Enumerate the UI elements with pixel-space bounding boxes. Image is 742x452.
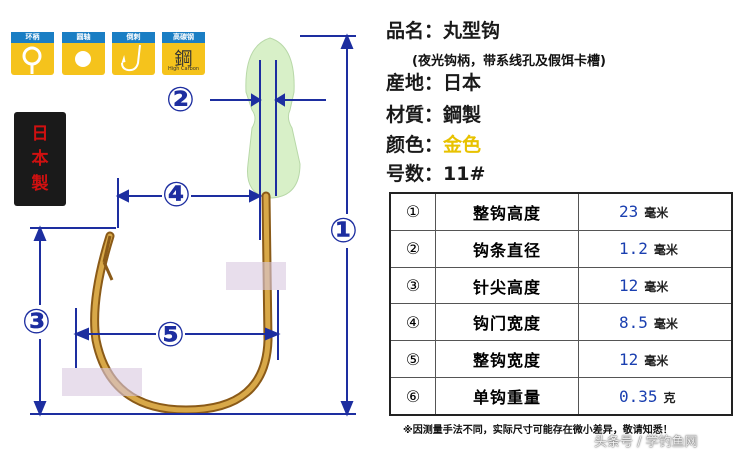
marker-2: ② [166,80,195,120]
barb-icon [121,44,141,72]
feature-label: 高碳钢 [162,32,205,43]
table-row: ④ 钩门宽度 8.5 毫米 [389,303,733,342]
marker-3: ③ [22,302,51,342]
arrowhead [340,401,354,417]
row-number: ⑥ [389,377,436,416]
spec-value: 丸型钩 [443,20,501,42]
made-in-japan-seal: 日 本 製 [14,112,66,206]
value-unit: 克 [663,390,676,405]
measurement-note: ※因测量手法不同，实际尺寸可能存在微小差异，敬请知悉！ [403,425,673,436]
arrowhead [33,225,47,241]
feature-label: 圆轴 [62,32,105,43]
row-number: ③ [389,266,436,305]
value-number: 0.35 [619,386,658,406]
hook-body-highlight [92,193,271,413]
table-row: ⑥ 单钩重量 0.35 克 [389,377,733,416]
feature-label: 环柄 [11,32,54,43]
marker-5: ⑤ [156,315,185,355]
round-shank-icon [75,51,91,67]
spec-value: 金色 [443,134,482,156]
table-row: ⑤ 整钩宽度 12 毫米 [389,340,733,379]
spec-value: 日本 [443,72,482,94]
spec-size: 号数：11# [386,159,485,186]
feature-barb: 倒刺 [112,32,155,75]
value-number: 8.5 [619,312,648,332]
row-value: 1.2 毫米 [578,229,733,268]
spec-value: 11# [443,163,486,185]
spec-origin: 産地：日本 [386,68,481,95]
value-unit: 毫米 [644,206,669,221]
row-value: 12 毫米 [578,340,733,379]
table-row: ① 整钩高度 23 毫米 [389,192,733,231]
spec-label: 号数： [386,163,444,185]
glow-head [245,37,301,199]
value-number: 23 [619,202,639,222]
value-number: 12 [619,349,639,369]
spec-label: 産地： [386,72,444,94]
dimension-table: ① 整钩高度 23 毫米 ② 钩条直径 1.2 毫米 ③ 针尖高度 12 毫米 ④ 钩… [389,192,733,416]
row-name: 针尖高度 [435,266,579,305]
value-number: 12 [619,276,639,296]
arrowhead [249,189,263,203]
value-unit: 毫米 [644,353,669,368]
spec-label: 材質： [386,104,444,126]
hook-diagram [30,33,356,417]
feature-caption: High Carbon [167,66,200,72]
value-unit: 毫米 [653,316,678,331]
arrowhead [251,93,262,107]
watermark: 头条号 / 学钓鱼网 [594,435,698,450]
steel-glyph-icon: 鋼 [174,49,193,70]
marker-1: ① [329,211,358,251]
feature-round-shank: 圆轴 [62,32,105,75]
value-unit: 毫米 [653,243,678,258]
row-name: 整钩宽度 [435,340,579,379]
arrowhead [274,93,285,107]
row-number: ② [389,229,436,268]
row-value: 23 毫米 [578,192,733,231]
blur-mark [62,368,142,396]
marker-4: ④ [162,175,191,215]
spec-name: 品名：丸型钩 [386,16,500,43]
spec-material: 材質：鋼製 [386,100,481,127]
row-number: ④ [389,303,436,342]
seal-char: 本 [31,148,49,169]
arrowhead [33,401,47,417]
arrowhead [340,33,354,49]
hook-barb [102,235,114,281]
table-row: ③ 针尖高度 12 毫米 [389,266,733,305]
spec-value: 鋼製 [443,104,482,126]
row-name: 钩条直径 [435,229,579,268]
spec-color: 颜色：金色 [386,130,481,157]
spec-label: 品名： [386,20,444,42]
value-unit: 毫米 [644,280,669,295]
row-name: 单钩重量 [435,377,579,416]
row-name: 钩门宽度 [435,303,579,342]
row-value: 8.5 毫米 [578,303,733,342]
row-number: ⑤ [389,340,436,379]
arrowhead [115,189,129,203]
feature-label: 倒刺 [112,32,155,43]
row-number: ① [389,192,436,231]
feature-ring-eye: 环柄 [11,32,54,75]
blur-mark [226,262,286,290]
value-number: 1.2 [619,239,648,259]
seal-char: 製 [31,173,49,194]
table-row: ② 钩条直径 1.2 毫米 [389,229,733,268]
spec-name-sub: (夜光钩柄，带系线孔及假饵卡槽) [412,54,606,69]
ring-eye-icon [22,46,42,74]
row-value: 0.35 克 [578,377,733,416]
row-name: 整钩高度 [435,192,579,231]
row-value: 12 毫米 [578,266,733,305]
arrowhead [265,327,281,341]
feature-high-carbon: 高碳钢 鋼 High Carbon [162,32,205,75]
seal-char: 日 [31,123,49,144]
spec-label: 颜色： [386,134,444,156]
arrowhead [73,327,89,341]
